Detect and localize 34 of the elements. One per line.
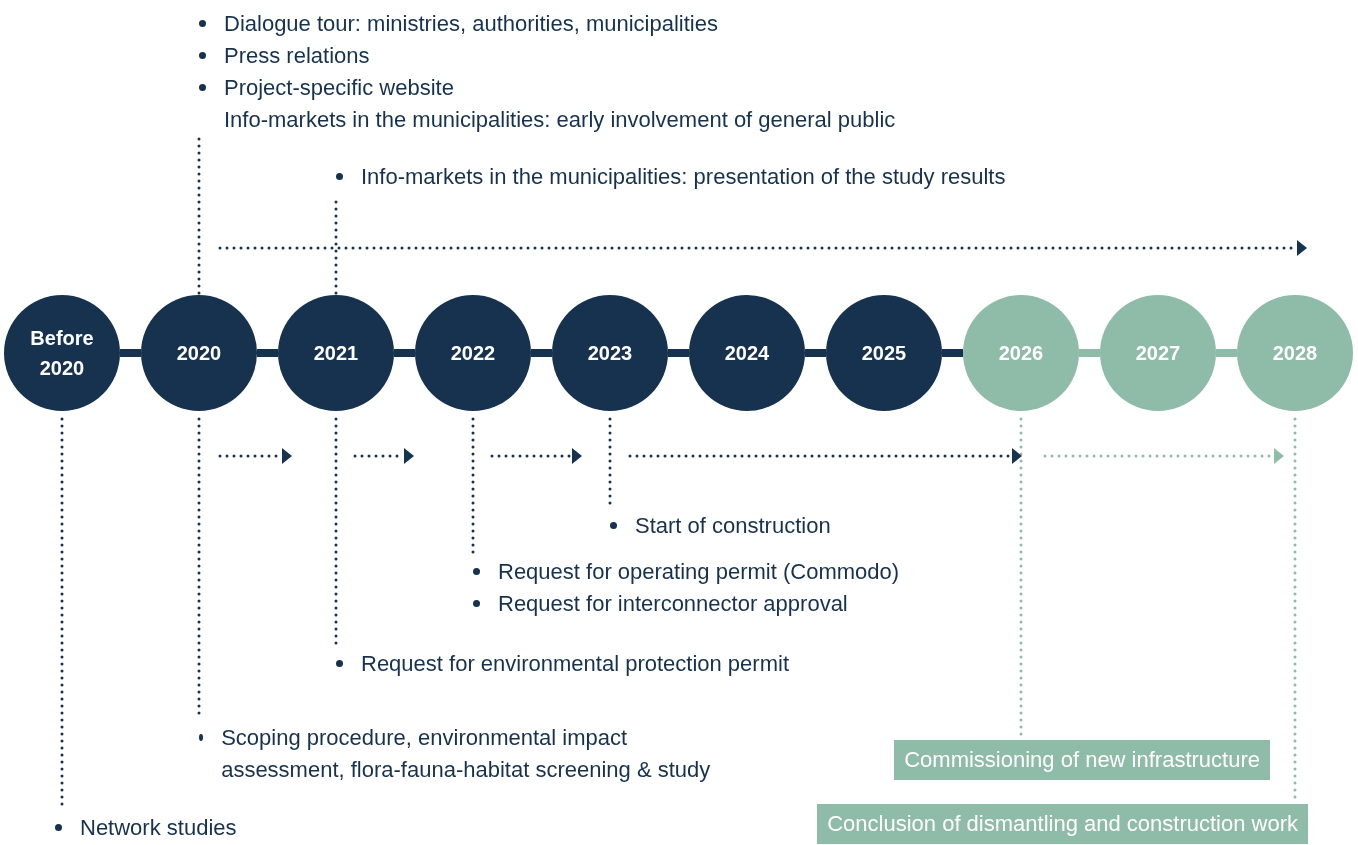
year-circle: 2023 [552, 295, 668, 411]
milestone-label: Commissioning of new infrastructure [894, 740, 1270, 780]
year-circle: 2021 [278, 295, 394, 411]
timeline-bar [942, 349, 963, 357]
leader-line [197, 136, 201, 295]
list-item-text: Project-specific website [224, 74, 454, 102]
year-circle: 2022 [415, 295, 531, 411]
timeline-bar [394, 349, 415, 357]
list-item-text: Dialogue tour: ministries, authorities, municipalities [224, 10, 718, 38]
list-item-text: Request for operating permit (Commodo) [498, 558, 900, 586]
year-circle: 2024 [689, 295, 805, 411]
timeline-bar [531, 349, 552, 357]
list-item-text: Request for interconnector approval [498, 590, 848, 618]
milestone-label: Conclusion of dismantling and construction work [817, 804, 1308, 844]
list-item-text: Network studies [80, 814, 237, 842]
timeline-bar [120, 349, 141, 357]
timeline-bar [668, 349, 689, 357]
year-circle: 2026 [963, 295, 1079, 411]
list-item-text: Info-markets in the municipalities: presentation of the study results [361, 163, 1006, 191]
timeline-bar [1079, 349, 1100, 357]
list-item-text: Start of construction [635, 512, 831, 540]
timeline-bar [257, 349, 278, 357]
year-circle: 2028 [1237, 295, 1353, 411]
leader-line [471, 417, 475, 556]
year-circle: 2027 [1100, 295, 1216, 411]
timeline-bar [805, 349, 826, 357]
list-item-text: Scoping procedure, environmental impact assessment, flora-fauna-habitat screening & study [221, 724, 712, 784]
timeline-bar [1216, 349, 1237, 357]
list-item-text: Info-markets in the municipalities: early involvement of general public [224, 106, 896, 134]
year-circle: 2020 [141, 295, 257, 411]
list-item-text: Press relations [224, 42, 370, 70]
year-circle: Before 2020 [4, 295, 120, 411]
list-item-text: Request for environmental protection permit [361, 650, 789, 678]
year-circle: 2025 [826, 295, 942, 411]
